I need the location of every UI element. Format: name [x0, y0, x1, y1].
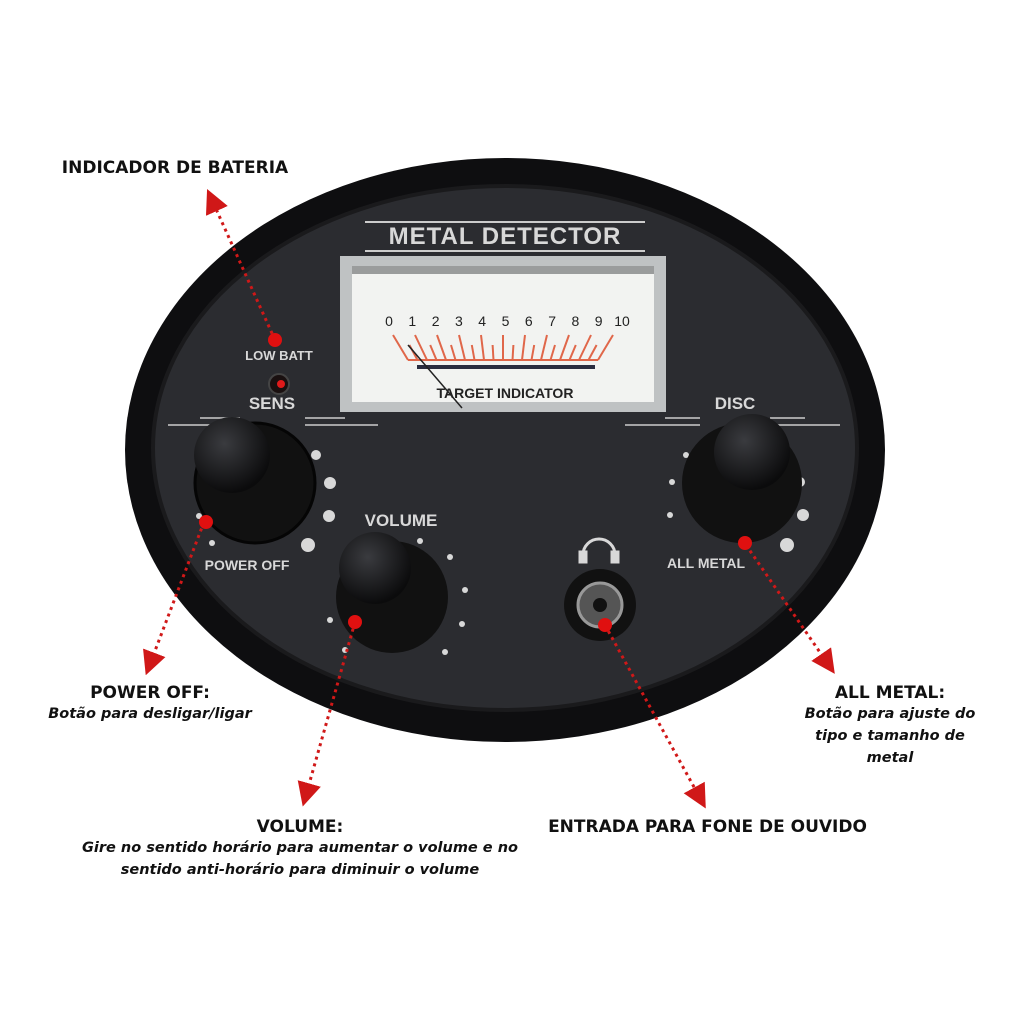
volume-description: Gire no sentido horário para aumentar o …: [82, 840, 518, 878]
volume-annotation: VOLUME: Gire no sentido horário para aum…: [60, 817, 540, 881]
meter-tick: [470, 344, 476, 361]
meter-tick: [414, 334, 428, 361]
meter-scale-number: 1: [408, 313, 416, 329]
meter-scale-number: 4: [478, 313, 486, 329]
headphone-arrow: [603, 624, 706, 809]
meter-scale-number: 3: [455, 313, 463, 329]
meter-tick: [587, 344, 598, 361]
power-off-arrow: [143, 521, 206, 676]
sens-label: SENS: [249, 394, 295, 413]
meter-tick: [549, 344, 556, 361]
meter-tick: [429, 344, 438, 361]
control-panel: [151, 184, 859, 712]
meter-tick: [511, 344, 515, 361]
brand-title: METAL DETECTOR: [389, 223, 622, 250]
power-off-description: Botão para desligar/ligar: [48, 706, 252, 722]
headphone-icon: [578, 537, 620, 564]
battery-arrow: [205, 189, 277, 341]
sens-power-knob[interactable]: [193, 417, 317, 545]
volume-arrow: [297, 621, 357, 807]
meter-label: TARGET INDICATOR: [437, 385, 574, 401]
meter-scale-number: 9: [595, 313, 603, 329]
headphone-title: ENTRADA PARA FONE DE OUVIDO: [548, 817, 867, 837]
headphone-jack[interactable]: [564, 569, 636, 641]
meter-scale-number: 0: [385, 313, 393, 329]
all-metal-label: ALL METAL: [667, 555, 745, 571]
volume-knob[interactable]: [336, 532, 448, 653]
meter-tick: [392, 334, 409, 361]
meter-tick: [530, 344, 536, 361]
all-metal-description: Botão para ajuste do tipo e tamanho de m…: [804, 706, 976, 766]
battery-title: INDICADOR DE BATERIA: [61, 158, 289, 178]
meter-scale-number: 7: [548, 313, 556, 329]
power-off-title: POWER OFF:: [90, 683, 210, 703]
meter-tick: [559, 334, 570, 361]
volume-label: VOLUME: [365, 511, 438, 530]
all-metal-title: ALL METAL:: [834, 683, 946, 703]
meter-tick: [450, 344, 457, 361]
meter-tick: [491, 344, 495, 361]
all-metal-arrow: [744, 544, 835, 674]
meter-tick: [480, 334, 485, 361]
meter-tick: [521, 334, 526, 361]
meter-scale-number: 2: [432, 313, 440, 329]
meter-scale-number: 6: [525, 313, 533, 329]
disc-all-metal-knob[interactable]: [682, 414, 802, 543]
meter-tick: [540, 334, 548, 361]
meter-needle: [407, 344, 463, 409]
meter-scale-number: 8: [572, 313, 580, 329]
disc-label: DISC: [715, 394, 756, 413]
all-metal-annotation: ALL METAL: Botão para ajuste do tipo e t…: [790, 683, 990, 769]
meter-tick: [568, 344, 577, 361]
low-batt-label: LOW BATT: [245, 348, 313, 363]
meter-tick: [597, 334, 614, 361]
headphone-annotation: ENTRADA PARA FONE DE OUVIDO: [520, 817, 895, 837]
power-off-annotation: POWER OFF: Botão para desligar/ligar: [30, 683, 270, 725]
meter-scale-number: 10: [614, 313, 630, 329]
meter-tick: [578, 334, 592, 361]
meter-tick: [458, 334, 466, 361]
power-off-label: POWER OFF: [205, 557, 290, 573]
volume-title: VOLUME:: [256, 817, 344, 837]
meter-tick: [436, 334, 447, 361]
battery-annotation: INDICADOR DE BATERIA: [30, 158, 320, 178]
meter-scale-number: 5: [502, 313, 510, 329]
